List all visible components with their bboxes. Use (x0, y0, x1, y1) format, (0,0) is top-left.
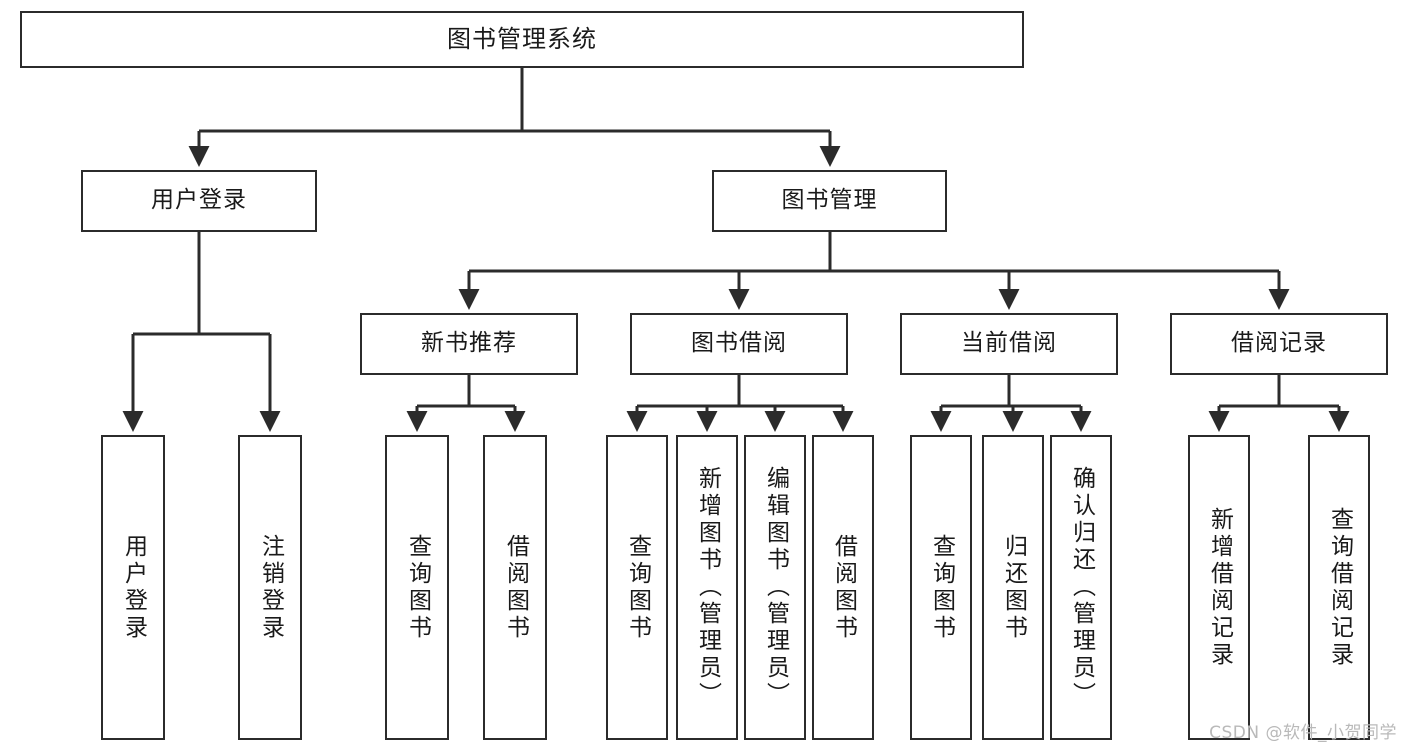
node-leaf-edit-book-label: 编辑图书（管理员） (762, 466, 789, 709)
node-leaf-logout-login[interactable]: 注销登录 (238, 435, 302, 740)
node-leaf-user-login-label: 用户登录 (120, 533, 147, 642)
node-leaf-return-book[interactable]: 归还图书 (982, 435, 1044, 740)
node-leaf-return-book-label: 归还图书 (1000, 533, 1027, 642)
node-leaf-query-book-3-label: 查询图书 (928, 533, 955, 642)
node-borrow-record-label: 借阅记录 (1231, 330, 1327, 357)
node-leaf-user-login[interactable]: 用户登录 (101, 435, 165, 740)
node-current-borrow-label: 当前借阅 (961, 330, 1057, 357)
node-user-login[interactable]: 用户登录 (81, 170, 317, 232)
node-book-manage-label: 图书管理 (781, 187, 878, 214)
node-book-borrow[interactable]: 图书借阅 (630, 313, 848, 375)
node-leaf-add-record-label: 新增借阅记录 (1206, 506, 1233, 669)
node-user-login-label: 用户登录 (151, 187, 247, 214)
node-leaf-query-record-label: 查询借阅记录 (1326, 506, 1353, 669)
node-leaf-query-book-1[interactable]: 查询图书 (385, 435, 449, 740)
node-leaf-edit-book[interactable]: 编辑图书（管理员） (744, 435, 806, 740)
node-leaf-borrow-book-2-label: 借阅图书 (830, 533, 857, 642)
node-new-book-recommend-label: 新书推荐 (421, 330, 517, 357)
node-borrow-record[interactable]: 借阅记录 (1170, 313, 1388, 375)
node-leaf-query-book-3[interactable]: 查询图书 (910, 435, 972, 740)
node-leaf-logout-login-label: 注销登录 (257, 533, 284, 642)
node-leaf-confirm-return-label: 确认归还（管理员） (1068, 466, 1095, 709)
node-leaf-confirm-return[interactable]: 确认归还（管理员） (1050, 435, 1112, 740)
node-book-borrow-label: 图书借阅 (691, 330, 787, 357)
node-leaf-query-record[interactable]: 查询借阅记录 (1308, 435, 1370, 740)
node-leaf-add-book-label: 新增图书（管理员） (694, 466, 721, 709)
node-leaf-borrow-book-1-label: 借阅图书 (502, 533, 529, 642)
watermark: CSDN @软件_小贺同学 (1209, 723, 1397, 743)
node-leaf-query-book-1-label: 查询图书 (404, 533, 431, 642)
node-root-label: 图书管理系统 (447, 25, 597, 54)
node-leaf-add-record[interactable]: 新增借阅记录 (1188, 435, 1250, 740)
node-leaf-add-book[interactable]: 新增图书（管理员） (676, 435, 738, 740)
node-leaf-borrow-book-1[interactable]: 借阅图书 (483, 435, 547, 740)
node-leaf-query-book-2[interactable]: 查询图书 (606, 435, 668, 740)
node-root[interactable]: 图书管理系统 (20, 11, 1024, 68)
node-leaf-borrow-book-2[interactable]: 借阅图书 (812, 435, 874, 740)
node-new-book-recommend[interactable]: 新书推荐 (360, 313, 578, 375)
node-current-borrow[interactable]: 当前借阅 (900, 313, 1118, 375)
node-book-manage[interactable]: 图书管理 (712, 170, 947, 232)
node-leaf-query-book-2-label: 查询图书 (624, 533, 651, 642)
